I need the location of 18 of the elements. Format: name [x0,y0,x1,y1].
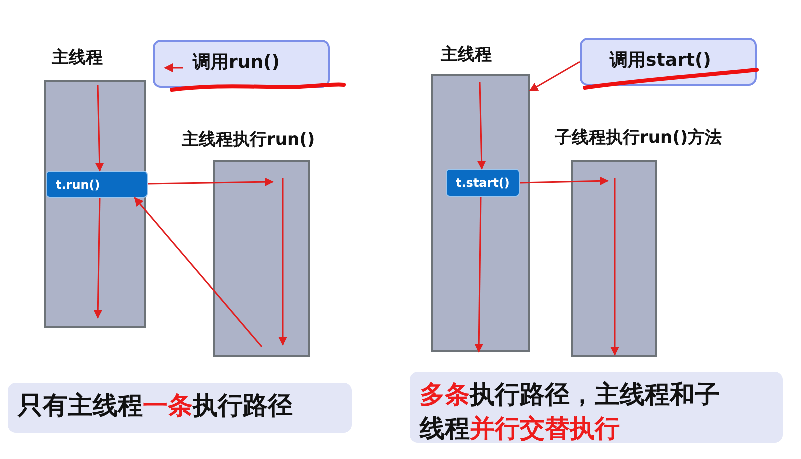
arrow [529,61,580,92]
summary-note: 多条执行路径，主线程和子线程并行交替执行 [410,372,783,443]
arrow [520,176,609,186]
thread-heading: 主线程 [441,44,492,66]
arrow [474,197,484,353]
arrow [134,197,263,348]
summary-note: 只有主线程一条执行路径 [8,383,352,433]
arrow [477,82,486,170]
arrow [95,84,104,172]
thread-heading: 主线程执行run() [182,129,316,151]
method-call-box: t.run() [46,171,148,198]
method-call-box: t.start() [446,169,520,197]
arrow [148,178,274,187]
arrow [94,198,103,319]
callout-text: 调用run() [193,51,280,74]
thread-heading: 主线程 [52,47,103,69]
callout-text: 调用start() [610,49,712,72]
thread-heading: 子线程执行run()方法 [555,127,722,149]
